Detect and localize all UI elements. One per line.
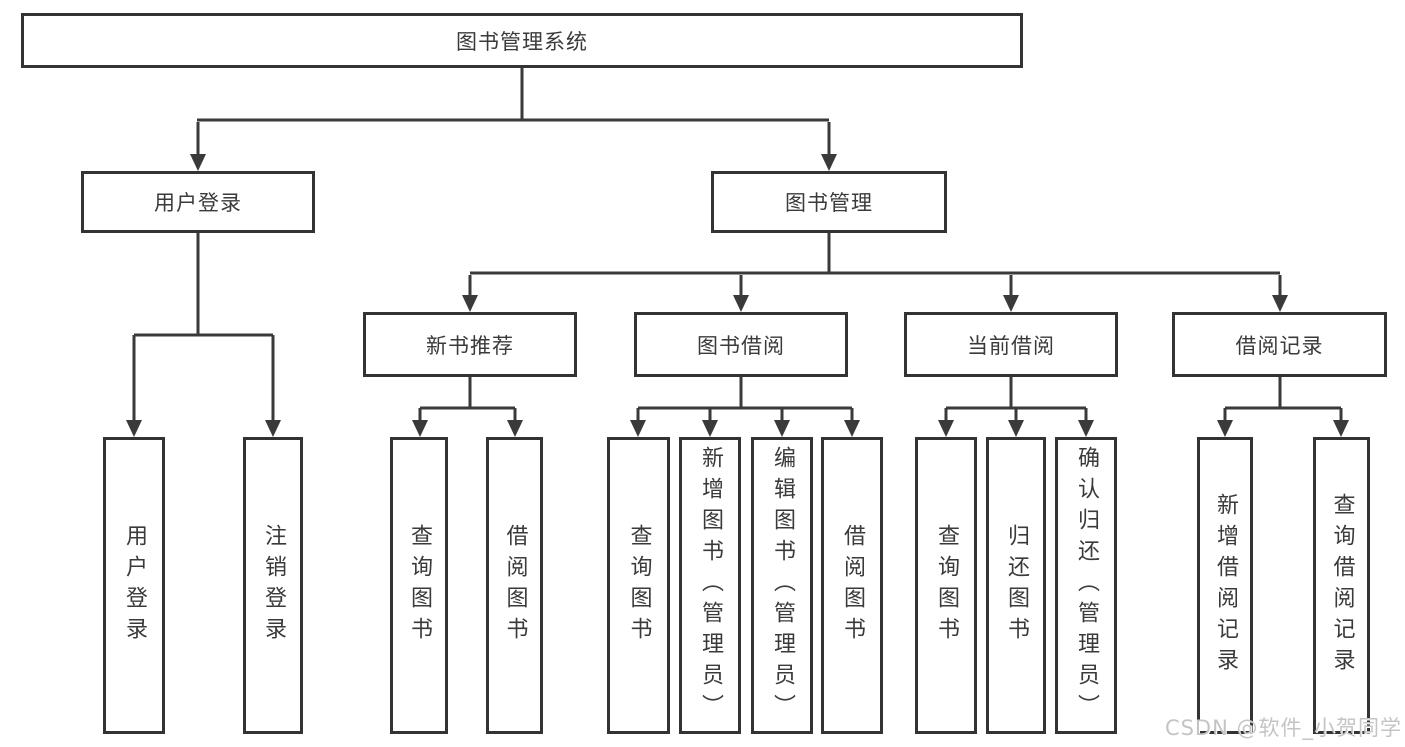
leaf-borrow-books-recommend: 借阅图书 [486,437,543,734]
leaf-confirm-return-admin: 确认归还（管理员） [1055,437,1117,734]
node-current-borrow: 当前借阅 [904,312,1118,377]
leaf-label: 确认归还（管理员） [1074,446,1099,725]
edge-new-book-recommend-to-leaves [418,377,517,424]
leaf-query-borrow-record: 查询借阅记录 [1313,437,1370,734]
edge-current-borrow-to-leaves [944,377,1088,424]
edge-borrow-records-to-leaves [1223,377,1343,424]
node-borrow-records: 借阅记录 [1172,312,1387,377]
leaf-label: 查询图书 [626,523,652,648]
node-label: 新书推荐 [426,333,514,358]
leaf-label: 查询图书 [934,523,959,648]
csdn-watermark: CSDN @软件_小贺同学 [1164,716,1402,740]
leaf-label: 新增图书（管理员） [698,446,723,725]
node-label: 图书管理系统 [456,29,588,54]
node-library-management-system: 图书管理系统 [21,13,1023,68]
leaf-label: 借阅图书 [840,523,865,648]
node-new-book-recommend: 新书推荐 [363,312,577,377]
leaf-label: 查询借阅记录 [1329,492,1355,679]
edge-book-borrow-to-leaves [636,377,854,424]
node-book-management: 图书管理 [711,171,947,233]
leaf-label: 查询图书 [407,523,432,648]
leaf-label: 归还图书 [1004,523,1029,648]
leaf-add-book-admin: 新增图书（管理员） [679,437,741,734]
leaf-label: 新增借阅记录 [1213,492,1238,679]
node-label: 图书借阅 [697,333,785,358]
leaf-query-books-current: 查询图书 [915,437,977,734]
node-label: 图书管理 [785,191,873,215]
node-label: 借阅记录 [1235,333,1324,358]
node-label: 用户登录 [154,191,242,215]
leaf-query-books-borrow: 查询图书 [607,437,670,734]
leaf-borrow-books: 借阅图书 [821,437,883,734]
leaf-label: 注销登录 [261,523,286,648]
leaf-label: 借阅图书 [502,523,528,648]
edge-book-management-to-level3 [468,233,1282,299]
edge-root-to-level2 [196,68,831,158]
node-book-borrow: 图书借阅 [634,312,848,377]
leaf-user-login: 用户登录 [103,437,165,734]
leaf-add-borrow-record: 新增借阅记录 [1197,437,1253,734]
leaf-query-books-recommend: 查询图书 [390,437,448,734]
node-user-login: 用户登录 [81,171,315,233]
leaf-return-books: 归还图书 [986,437,1046,734]
edge-user-login-to-leaves [132,233,275,424]
leaf-logout: 注销登录 [243,437,303,734]
node-label: 当前借阅 [967,333,1055,358]
leaf-label: 用户登录 [122,523,147,648]
leaf-edit-book-admin: 编辑图书（管理员） [751,437,813,734]
leaf-label: 编辑图书（管理员） [770,446,795,725]
